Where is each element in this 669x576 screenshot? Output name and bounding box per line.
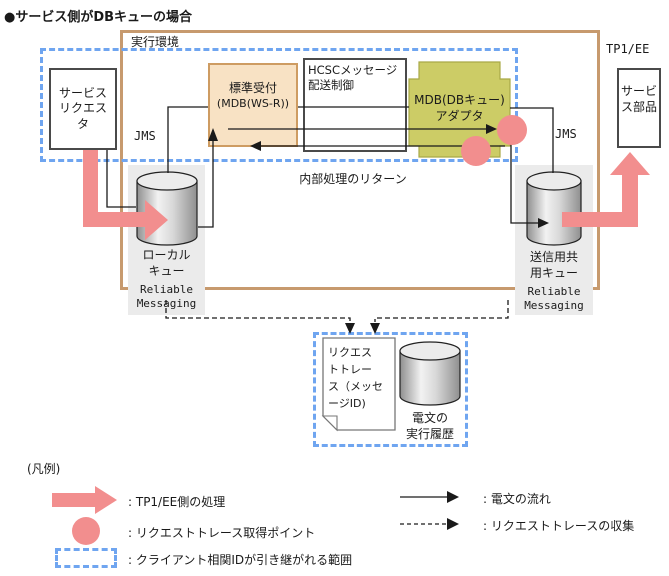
telegram-history-line1: 電文の [411, 411, 448, 425]
page-title: ●サービス側がDBキューの場合 [4, 10, 193, 25]
local-queue-line1: ローカル [142, 248, 191, 262]
telegram-history-cylinder [399, 341, 461, 406]
internal-return-label: 内部処理のリターン [299, 172, 407, 186]
hcsc-line2: 配送制御 [308, 77, 354, 92]
request-trace-line2: トトレー [328, 363, 372, 376]
legend-dashed-arrow [400, 518, 459, 530]
legend-pink-arrow [52, 486, 117, 514]
local-queue-product-line1: Reliable [140, 283, 193, 296]
request-trace-doc-label: リクエス トトレー ス（メッセ ージID) [328, 344, 394, 412]
tp1ee-arrow-right [562, 152, 650, 227]
mdb-adapter-line1: MDB(DBキュー) [414, 93, 505, 107]
legend-pink-circle [72, 517, 100, 545]
trace-point-2 [461, 136, 491, 166]
service-part-line2: ス部品 [620, 99, 657, 114]
service-requester-box: サービス リクエス タ [49, 68, 117, 150]
jms-right-label: JMS [555, 127, 577, 141]
legend-item-telegram-flow: : 電文の流れ [483, 492, 551, 506]
telegram-history-label: 電文の 実行履歴 [390, 410, 470, 442]
local-queue-product-line2: Messaging [136, 297, 197, 310]
trace-point-1 [497, 115, 527, 145]
jms-left-label: JMS [134, 129, 156, 143]
local-queue-line2: キュー [148, 264, 185, 278]
service-part-box: サービ ス部品 [617, 68, 661, 148]
legend-title: (凡例) [27, 462, 61, 476]
service-requester-line2: リクエス [58, 101, 107, 116]
correlation-region-main [40, 48, 518, 162]
shared-send-queue-label: 送信用共 用キュー [515, 249, 593, 281]
execution-env-label: 実行環境 [131, 35, 180, 49]
service-part-line1: サービ [620, 84, 657, 98]
legend-item-trace-collection: : リクエストトレースの収集 [483, 519, 635, 533]
trace-collection-lines [165, 300, 509, 322]
shared-send-queue-line1: 送信用共 [529, 250, 578, 264]
service-requester-line3: タ [76, 116, 89, 131]
shared-send-queue-cylinder [526, 171, 582, 246]
standard-reception-box: 標準受付 (MDB(WS-R)) [208, 63, 298, 147]
request-trace-line1: リクエス [328, 346, 372, 359]
local-queue-label: ローカル キュー [128, 247, 205, 279]
hcsc-delivery-control-box: HCSCメッセージ 配送制御 [303, 58, 407, 152]
legend-item-tp1ee: : TP1/EE側の処理 [128, 495, 226, 509]
mdb-adapter-line2: アダプタ [435, 109, 484, 123]
shared-send-queue-line2: 用キュー [529, 266, 578, 280]
tp1ee-arrow-left [83, 150, 168, 240]
telegram-history-line2: 実行履歴 [405, 427, 454, 441]
shared-send-queue-product-label: Reliable Messaging [515, 285, 593, 313]
correlation-region-trace [313, 332, 468, 447]
hcsc-line1: HCSCメッセージ [308, 63, 398, 77]
mdb-adapter-label: MDB(DBキュー) アダプタ [407, 92, 512, 124]
standard-reception-line1: 標準受付 [228, 81, 277, 96]
message-flow-arrowheads [208, 124, 549, 228]
trace-collection-arrowheads [345, 323, 380, 334]
request-trace-doc-shape [321, 337, 396, 432]
legend-item-correlation: : クライアント相関IDが引き継がれる範囲 [128, 553, 353, 567]
shared-send-queue-product-line1: Reliable [527, 285, 581, 298]
tp1ee-label: TP1/EE [606, 42, 650, 56]
service-requester-line1: サービス [58, 85, 107, 100]
shared-send-queue-product-line2: Messaging [524, 299, 584, 312]
legend-blue-dashed-swatch [55, 548, 117, 568]
local-queue-product-label: Reliable Messaging [128, 283, 205, 311]
request-trace-line3: ス（メッセ [328, 380, 383, 393]
request-trace-line4: ージID) [328, 397, 366, 410]
mdb-adapter-shape [408, 61, 511, 158]
legend-item-trace-point: : リクエストトレース取得ポイント [128, 526, 316, 540]
standard-reception-line2: (MDB(WS-R)) [216, 96, 290, 110]
legend-solid-arrow [400, 491, 459, 503]
